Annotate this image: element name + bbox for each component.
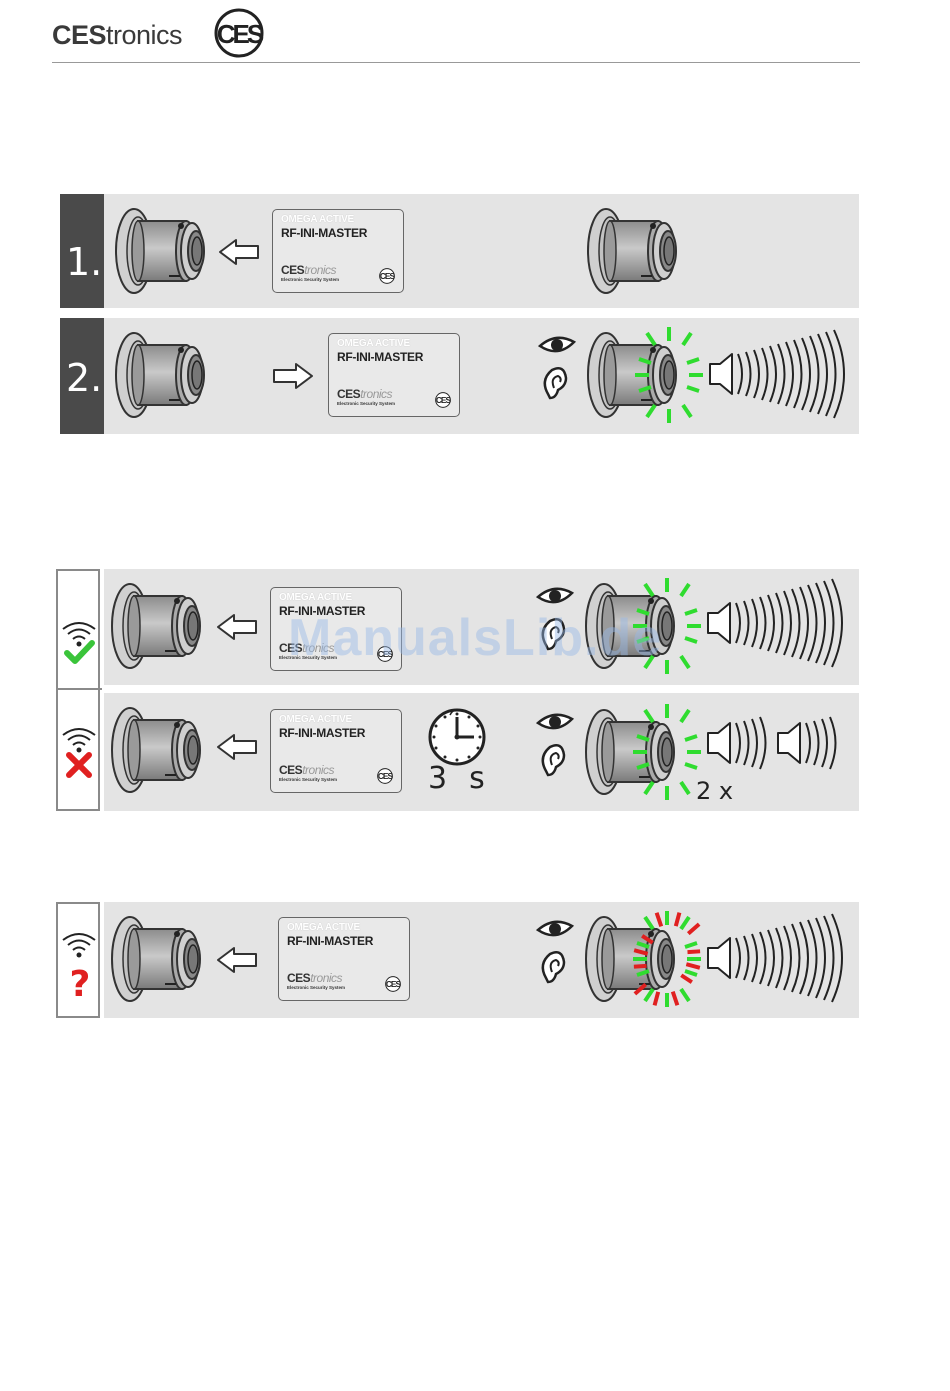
sound-waves-icon <box>735 716 767 770</box>
cylinder-icon <box>585 916 675 1002</box>
ces-logo-icon <box>385 976 401 992</box>
speaker-icon <box>707 937 731 979</box>
cross-icon <box>66 752 92 778</box>
speaker-icon <box>777 722 801 764</box>
ear-icon <box>543 366 568 400</box>
cylinder-icon <box>111 916 201 1002</box>
speaker-icon <box>707 722 731 764</box>
speaker-icon <box>709 353 733 395</box>
page-header: CEStronics <box>52 8 860 63</box>
check-icon <box>64 640 95 664</box>
clock-icon <box>428 708 486 766</box>
rf-ini-master-card: OMEGA ACTIVE RF-INI-MASTER CEStronics El… <box>270 709 402 793</box>
rf-ini-master-card: OMEGA ACTIVE RF-INI-MASTER CEStronics El… <box>328 333 460 417</box>
rf-ini-master-card: OMEGA ACTIVE RF-INI-MASTER CEStronics El… <box>270 587 402 671</box>
sound-waves-icon <box>805 716 837 770</box>
arrow-left-icon <box>219 239 259 265</box>
eye-icon <box>536 920 574 937</box>
failure-panel: OMEGA ACTIVE RF-INI-MASTER CEStronics El… <box>104 693 859 811</box>
result-sidebar <box>56 569 102 811</box>
wifi-icon <box>62 933 96 959</box>
step-2-number: 2. <box>66 356 103 400</box>
sound-waves-icon <box>735 913 843 1003</box>
step-1-marker: 1. <box>60 194 104 308</box>
cylinder-icon <box>587 208 677 294</box>
repeat-count: 2 x <box>696 777 734 805</box>
wifi-icon <box>62 728 96 754</box>
success-panel: OMEGA ACTIVE RF-INI-MASTER CEStronics El… <box>104 569 859 685</box>
rf-ini-master-card: OMEGA ACTIVE RF-INI-MASTER CEStronics El… <box>272 209 404 293</box>
arrow-left-icon <box>217 614 257 640</box>
unknown-panel: OMEGA ACTIVE RF-INI-MASTER CEStronics El… <box>104 901 859 1018</box>
speaker-icon <box>707 602 731 644</box>
eye-icon <box>538 336 576 353</box>
cylinder-icon <box>115 208 205 294</box>
rf-ini-master-card: OMEGA ACTIVE RF-INI-MASTER CEStronics El… <box>278 917 410 1001</box>
cylinder-icon <box>587 332 677 418</box>
sound-waves-icon <box>735 578 843 668</box>
ces-logo-icon <box>379 268 395 284</box>
sound-waves-icon <box>737 329 845 419</box>
step-1-number: 1. <box>66 240 103 284</box>
brand-wordmark: CEStronics <box>52 20 183 50</box>
ear-icon <box>541 950 566 984</box>
arrow-left-icon <box>217 734 257 760</box>
watermark: ManualsLib.de <box>288 609 663 667</box>
step-1-panel: OMEGA ACTIVE RF-INI-MASTER CEStronics El… <box>104 194 859 308</box>
ces-logo-icon <box>214 8 264 58</box>
arrow-left-icon <box>217 947 257 973</box>
cylinder-icon <box>111 583 201 669</box>
step-2-panel: OMEGA ACTIVE RF-INI-MASTER CEStronics El… <box>104 318 859 434</box>
ces-logo-icon <box>377 768 393 784</box>
question-icon: ? <box>70 964 91 1005</box>
cylinder-icon <box>115 332 205 418</box>
cylinder-icon <box>111 707 201 793</box>
cylinder-icon <box>585 709 675 795</box>
eye-icon <box>536 587 574 604</box>
ces-logo-icon <box>435 392 451 408</box>
step-2-marker: 2. <box>60 318 104 434</box>
eye-icon <box>536 713 574 730</box>
unknown-sidebar: ? <box>56 902 100 1018</box>
arrow-right-icon <box>273 363 313 389</box>
ear-icon <box>541 743 566 777</box>
